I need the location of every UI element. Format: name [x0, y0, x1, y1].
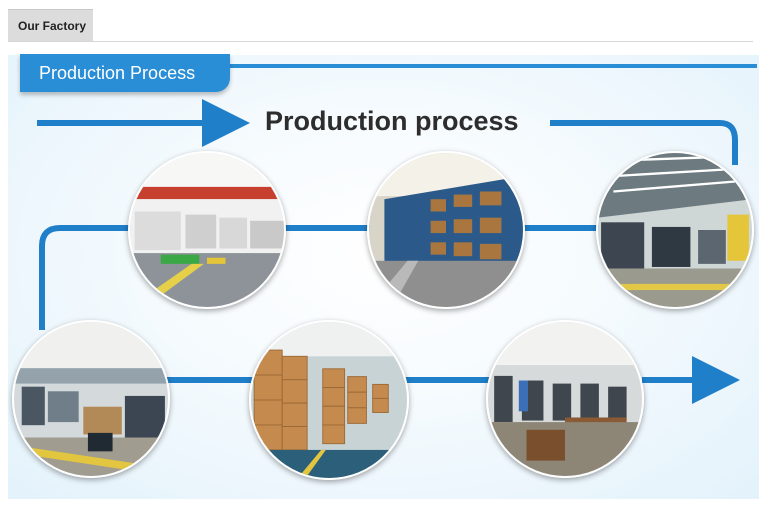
- tab-label: Our Factory: [18, 19, 87, 33]
- section-banner: Production Process: [20, 54, 230, 92]
- diagram-title: Production process: [265, 106, 519, 136]
- milling-machines-photo: [486, 320, 644, 478]
- assembly-line-photo: [128, 151, 286, 309]
- assembly-floor-photo: [12, 320, 170, 478]
- warehouse-racks-photo: [367, 151, 525, 309]
- cnc-workshop-photo: [596, 151, 754, 309]
- tab-our-factory[interactable]: Our Factory: [8, 9, 93, 42]
- tab-divider: [8, 41, 753, 42]
- section-banner-label: Production Process: [39, 63, 196, 83]
- carton-stock-photo: [249, 320, 409, 480]
